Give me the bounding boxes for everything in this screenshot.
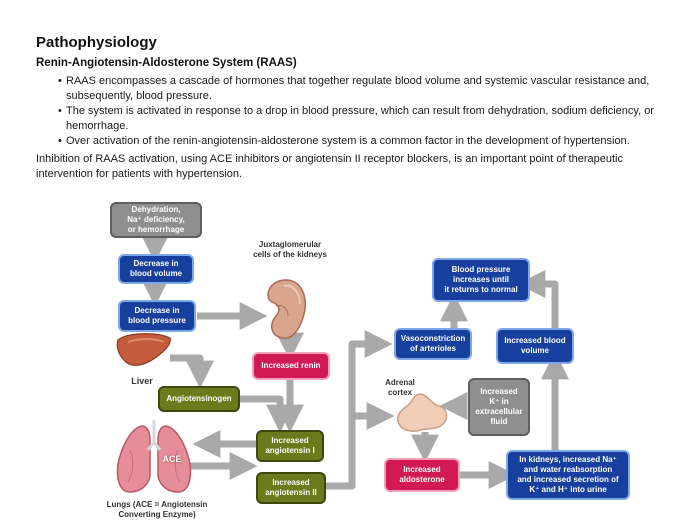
decrease-blood-pressure-box: Decrease in blood pressure <box>118 300 196 332</box>
arrow-angiotensinogen-to-angiotensin-i <box>240 395 294 433</box>
increased-renin-box: Increased renin <box>252 352 330 380</box>
bullet-item: Over activation of the renin-angiotensin… <box>58 134 678 149</box>
increased-k-box: Increased K⁺ in extracellular fluid <box>468 378 530 436</box>
bp-returns-normal-box: Blood pressure increases until it return… <box>432 258 530 302</box>
arrow-volume-to-bp <box>517 270 559 328</box>
raas-diagram: Dehydration, Na⁺ deficiency, or hemorrha… <box>0 180 700 526</box>
bullet-list: RAAS encompasses a cascade of hormones t… <box>58 74 678 149</box>
vasoconstriction-box: Vasoconstriction of arterioles <box>394 328 472 360</box>
angiotensin-ii-box: Increased angiotensin II <box>256 472 326 504</box>
dehydration-box: Dehydration, Na⁺ deficiency, or hemorrha… <box>110 202 202 238</box>
adrenal-cortex-label: Adrenal cortex <box>385 378 415 397</box>
angiotensinogen-box: Angiotensinogen <box>158 386 240 412</box>
decrease-blood-volume-box: Decrease in blood volume <box>118 254 194 284</box>
liver-illustration <box>116 333 171 366</box>
juxtaglomerular-label: Juxtaglomerular cells of the kidneys <box>253 240 327 259</box>
section-subheading: Renin-Angiotensin-Aldosterone System (RA… <box>36 57 297 69</box>
angiotensin-i-box: Increased angiotensin I <box>256 430 324 462</box>
bullet-item: RAAS encompasses a cascade of hormones t… <box>58 74 678 104</box>
bullet-item: The system is activated in response to a… <box>58 104 678 134</box>
lungs-label: Lungs (ACE = Angiotensin Converting Enzy… <box>106 500 208 519</box>
arrow-liver-to-angiotensinogen <box>170 354 214 389</box>
flow-arrows <box>141 234 569 490</box>
intervention-paragraph: Inhibition of RAAS activation, using ACE… <box>36 153 623 180</box>
kidney-illustration <box>267 279 306 339</box>
ace-label: ACE <box>162 454 182 464</box>
increased-blood-volume-box: Increased blood volume <box>496 328 574 364</box>
liver-label: Liver <box>131 376 153 386</box>
kidneys-reabsorption-box: In kidneys, increased Na⁺ and water reab… <box>506 450 630 500</box>
lungs-illustration <box>116 420 192 493</box>
page-heading: Pathophysiology <box>36 34 157 51</box>
adrenal-gland-illustration <box>396 393 448 432</box>
increased-aldosterone-box: Increased aldosterone <box>384 458 460 492</box>
